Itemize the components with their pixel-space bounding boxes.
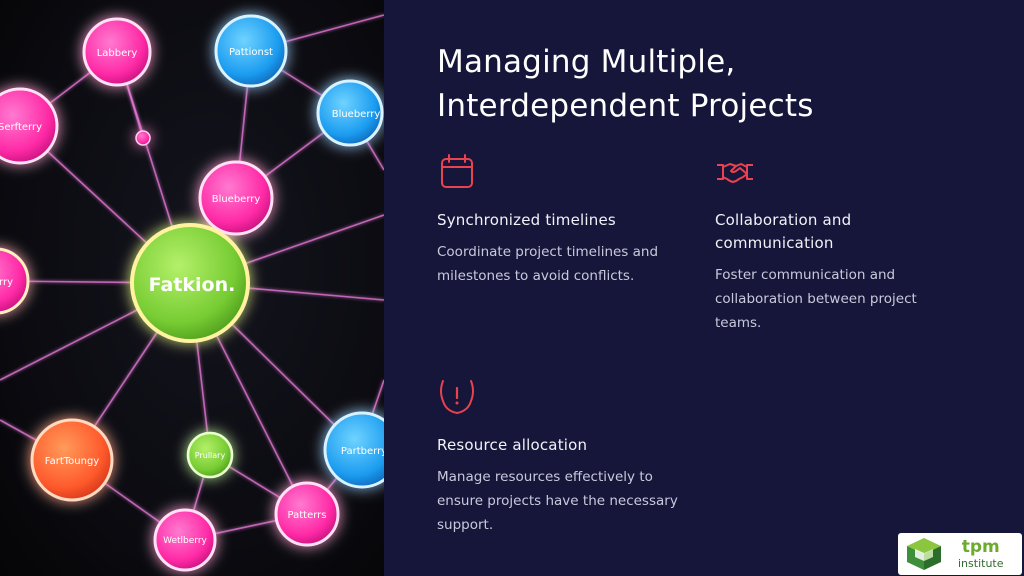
feature-collaboration: Collaboration and communication Foster c…	[715, 152, 955, 335]
title-line-1: Managing Multiple,	[437, 44, 736, 80]
feature-body: Manage resources effectively to ensure p…	[437, 469, 678, 533]
svg-text:Blueberry: Blueberry	[332, 109, 381, 120]
node-partberry: Partberry	[323, 411, 384, 489]
svg-text:Pattionst: Pattionst	[229, 47, 273, 58]
feature-synchronized-timelines: Synchronized timelines Coordinate projec…	[437, 152, 687, 288]
content-panel: Managing Multiple, Interdependent Projec…	[384, 0, 1024, 576]
handshake-icon	[717, 163, 753, 183]
svg-text:rry: rry	[0, 277, 13, 288]
node-center-fatkion: Fatkion.	[130, 223, 250, 343]
svg-text:Patterrs: Patterrs	[288, 510, 327, 521]
svg-text:Partberry: Partberry	[341, 446, 384, 457]
network-graphic: Labbery Pattionst Blueberry Serfterry Bl…	[0, 0, 384, 576]
svg-text:Blueberry: Blueberry	[212, 194, 261, 205]
svg-text:Fatkion.: Fatkion.	[149, 274, 236, 296]
node-wetlberry: Wetlberry	[153, 508, 217, 572]
node-prullary: Prullary	[186, 431, 234, 479]
calendar-icon	[441, 154, 473, 188]
feature-heading: Synchronized timelines	[437, 211, 616, 229]
svg-text:Labbery: Labbery	[97, 48, 138, 59]
feature-heading: Collaboration and communication	[715, 211, 852, 252]
node-pattionst: Pattionst	[214, 14, 288, 88]
svg-text:FartToungy: FartToungy	[45, 456, 100, 467]
node-blueberry-mid: Blueberry	[198, 160, 274, 236]
cube-logo-icon	[907, 538, 941, 570]
node-small-dot	[135, 130, 151, 146]
node-patterrs: Patterrs	[274, 481, 340, 547]
node-farttoungy: FartToungy	[30, 418, 114, 502]
feature-body: Foster communication and collaboration b…	[715, 267, 917, 331]
svg-text:Wetlberry: Wetlberry	[163, 536, 207, 546]
node-rry: rry	[0, 247, 30, 315]
feature-body: Coordinate project timelines and milesto…	[437, 244, 659, 284]
svg-text:Serfterry: Serfterry	[0, 122, 42, 133]
logo-institute: institute	[958, 557, 1004, 570]
alert-shield-icon	[440, 380, 474, 415]
node-serfterry: Serfterry	[0, 87, 59, 165]
page-title: Managing Multiple, Interdependent Projec…	[437, 40, 917, 128]
node-blueberry-top: Blueberry	[316, 79, 384, 147]
svg-text:Prullary: Prullary	[195, 451, 226, 460]
title-line-2: Interdependent Projects	[437, 88, 814, 124]
node-labbery: Labbery	[82, 17, 152, 87]
feature-resource-allocation: Resource allocation Manage resources eff…	[437, 377, 687, 537]
logo-text: tpm institute	[958, 537, 1004, 570]
feature-heading: Resource allocation	[437, 436, 588, 454]
tpm-institute-logo: tpm institute	[898, 533, 1022, 575]
logo-tpm: tpm	[961, 537, 1000, 557]
network-svg: Labbery Pattionst Blueberry Serfterry Bl…	[0, 14, 384, 572]
